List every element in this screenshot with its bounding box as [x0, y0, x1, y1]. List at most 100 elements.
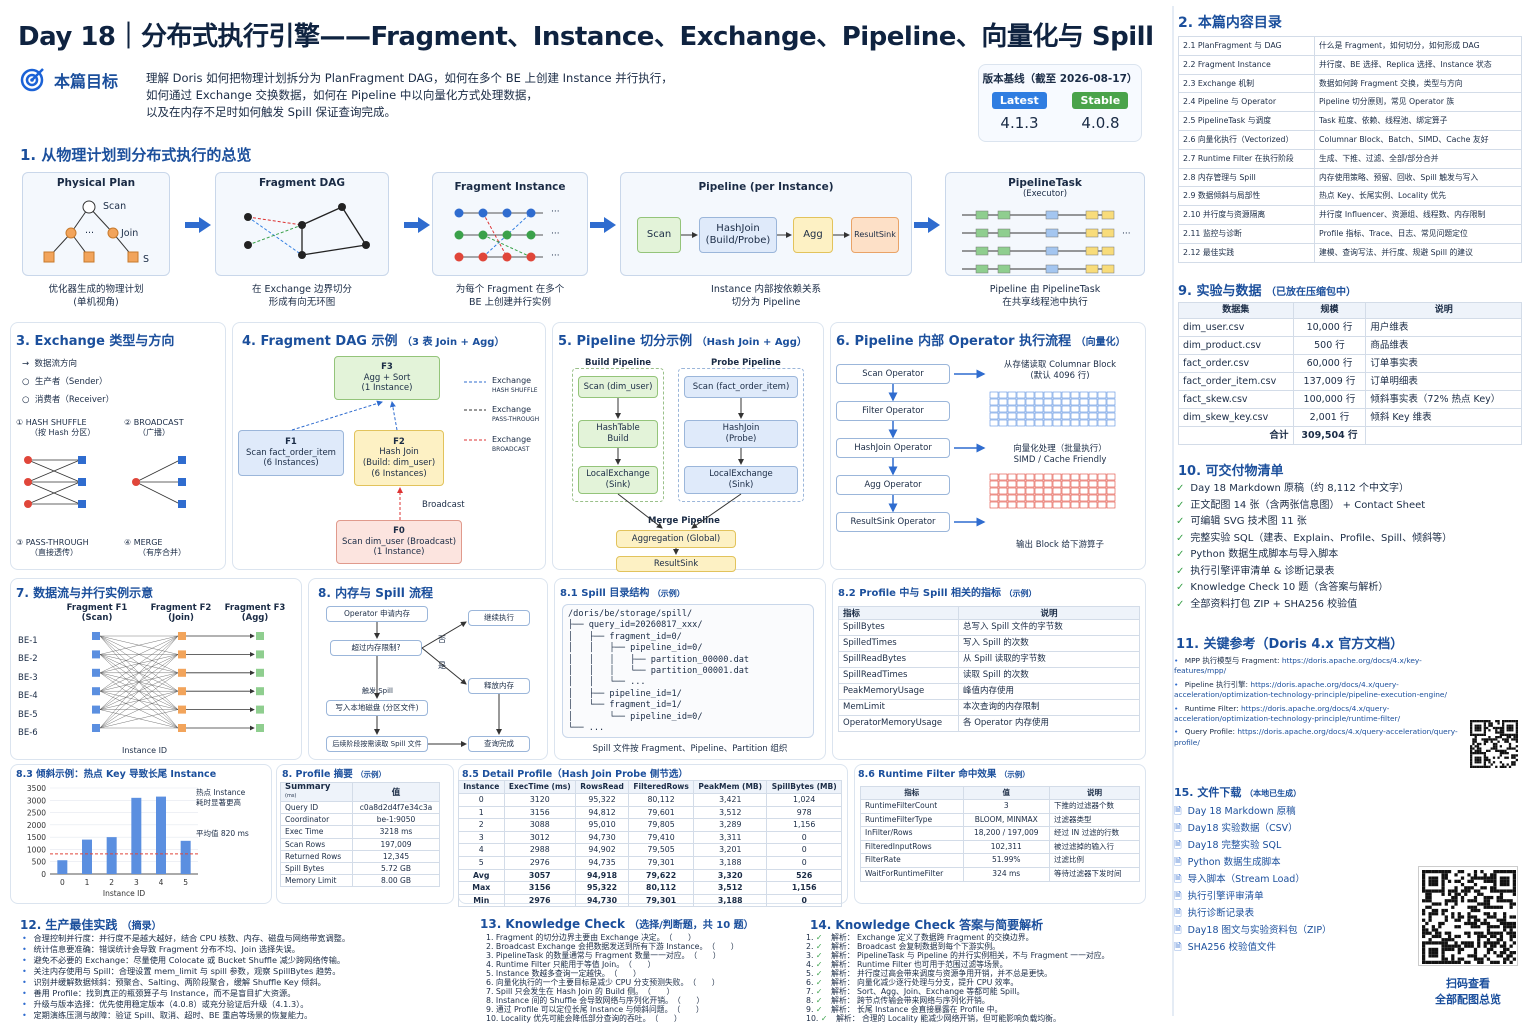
s7-title: 7. 数据流与并行实例示意: [16, 586, 154, 600]
chart-bar: [131, 797, 142, 874]
download-item[interactable]: 🗎SHA256 校验值文件: [1174, 942, 1276, 953]
download-item[interactable]: 🗎导入脚本（Stream Load）: [1174, 874, 1305, 885]
latest-version: 4.1.3: [1000, 114, 1039, 132]
fragment-dag-box: Fragment DAG: [215, 172, 389, 276]
toc-row[interactable]: 2.6 向量化执行（Vectorized）Columnar Block、Batc…: [1178, 129, 1522, 150]
reference-link[interactable]: https://doris.apache.org/docs/4.x/key-fe…: [1174, 656, 1422, 676]
pipeline-box: Pipeline (per Instance) Scan HashJoin(Bu…: [620, 172, 912, 276]
spill-path-line: ├── query_id=20260817_xxx/: [568, 620, 703, 631]
download-item[interactable]: 🗎执行引擎评审清单: [1174, 891, 1264, 902]
reference-link[interactable]: https://doris.apache.org/docs/4.x/query-…: [1174, 703, 1401, 724]
list-item: • 统计信息要准确：错误统计会导致 Fragment 分布不均、Join 选择失…: [22, 944, 300, 954]
page-title: Day 18｜分布式执行引擎——Fragment、Instance、Exchan…: [18, 22, 1154, 52]
s3-title: 3. Exchange 类型与方向: [16, 334, 175, 349]
qr-code-large-icon[interactable]: [1418, 866, 1518, 966]
answer-item: 4. ✓ 解析： Runtime Filter 也可用于范围过滤等场景。: [806, 960, 1008, 969]
toc-row[interactable]: 2.9 数据倾斜与局部性热点 Key、长尾实例、Locality 优先: [1178, 186, 1522, 207]
toc-row[interactable]: 2.12 最佳实践建模、查询写法、并行度、规避 Spill 的建议: [1178, 242, 1522, 263]
download-item[interactable]: 🗎Python 数据生成脚本: [1174, 857, 1281, 868]
exchange-types-diagram: [24, 456, 186, 508]
x-tick-label: 5: [183, 878, 188, 887]
check-icon: ✓: [815, 960, 826, 969]
latest-badge: Latest: [991, 92, 1047, 109]
s14-title: 14. Knowledge Check 答案与简要解析: [810, 918, 1044, 932]
file-icon: 🗎: [1174, 942, 1182, 953]
x-tick-label: 4: [159, 878, 164, 887]
pipelinetask-box: PipelineTask (Executor) ···: [945, 172, 1145, 276]
check-icon: ✓: [815, 942, 826, 951]
reference-link[interactable]: https://doris.apache.org/docs/4.x/query-…: [1174, 727, 1458, 747]
list-item: ✓全部资料打包 ZIP + SHA256 校验值: [1176, 598, 1358, 610]
s6-title: 6. Pipeline 内部 Operator 执行流程 （向量化）: [836, 334, 1126, 349]
exchange-types-panel: [10, 322, 226, 570]
s15-title: 15. 文件下载 （本地已生成）: [1174, 786, 1302, 799]
arrow-icon: [404, 217, 430, 233]
version-card: 版本基线（截至 2026-08-17） Latest Stable 4.1.3 …: [978, 64, 1142, 142]
reference-list: • MPP 执行模型与 Fragment: https://doris.apac…: [1174, 656, 1464, 751]
reference-item: • MPP 执行模型与 Fragment: https://doris.apac…: [1174, 656, 1422, 676]
chart-bar: [57, 860, 68, 874]
arrow-icon: [914, 217, 940, 233]
y-tick-label: 1500: [27, 833, 46, 842]
x-tick-label: 3: [134, 878, 139, 887]
list-item: ✓正文配图 14 张（含两张信息图） + Contact Sheet: [1176, 499, 1426, 511]
answer-item: 7. ✓ 解析： Sort、Agg、Join、Exchange 等都可能 Spi…: [806, 987, 1025, 996]
s5-title: 5. Pipeline 切分示例 （Hash Join + Agg）: [558, 334, 807, 349]
check-icon: ✓: [815, 987, 826, 996]
download-item[interactable]: 🗎Day 18 Markdown 原稿: [1174, 806, 1296, 817]
answer-list: 1. ✓ 解析： Exchange 定义了数据跨 Fragment 的交换边界。…: [806, 933, 1146, 1023]
toc-row[interactable]: 2.10 并行度与资源隔离并行度 Influencer、资源组、线程数、内存限制: [1178, 205, 1522, 225]
qr-code-icon[interactable]: [1470, 720, 1518, 768]
answer-item: 2. ✓ 解析： Broadcast 会复制数据到每个下游实例。: [806, 942, 1000, 951]
spill-path-line: │ └── pipeline_id=0/: [568, 711, 703, 722]
toc-row[interactable]: 2.3 Exchange 机制数据如何跨 Fragment 交换，类型与方向: [1178, 73, 1522, 94]
goal-text: 理解 Doris 如何把物理计划拆分为 PlanFragment DAG，如何在…: [146, 71, 673, 119]
s81-title: 8.1 Spill 目录结构 （示例）: [560, 588, 685, 599]
download-item[interactable]: 🗎执行诊断记录表: [1174, 908, 1255, 919]
download-item[interactable]: 🗎Day18 实验数据（CSV）: [1174, 823, 1298, 834]
toc-title: 2. 本篇内容目录: [1178, 15, 1282, 31]
x-axis-label: Instance ID: [103, 889, 145, 898]
download-item[interactable]: 🗎Day18 完整实验 SQL: [1174, 840, 1282, 851]
question-item: 8. Instance 间的 Shuffle 会导致网络与序列化开销。（ ）: [486, 996, 705, 1005]
check-icon: ✓: [815, 1005, 826, 1014]
s9-title: 9. 实验与数据 （已放在压缩包中）: [1178, 284, 1357, 299]
y-tick-label: 3500: [27, 784, 46, 793]
y-tick-label: 2500: [27, 809, 46, 818]
stable-version: 4.0.8: [1081, 114, 1120, 132]
pipeline-caption: Instance 内部按依赖关系切分为 Pipeline: [711, 284, 821, 309]
question-item: 9. 通过 Profile 可以定位长尾 Instance 与倾斜问题。（ ）: [486, 1005, 704, 1014]
toc-row[interactable]: 2.7 Runtime Filter 在执行阶段生成、下推、过滤、全部/部分合并: [1178, 148, 1522, 169]
s82-title: 8.2 Profile 中与 Spill 相关的指标 （示例）: [838, 588, 1037, 599]
list-item: • 识别并缓解数据倾斜：预聚合、Salting、两阶段聚合，缓解 Shuffle…: [22, 977, 326, 987]
deliverable-list: ✓Day 18 Markdown 原稿（约 8,112 个中文字）✓正文配图 1…: [1176, 481, 1452, 613]
be-label: BE-6: [18, 728, 38, 739]
reference-link[interactable]: https://doris.apache.org/docs/4.x/query-…: [1174, 679, 1447, 700]
spill-path-line: │ └── fragment_id=1/: [568, 700, 682, 711]
download-item[interactable]: 🗎Day18 图文与实验资料包（ZIP）: [1174, 925, 1332, 936]
